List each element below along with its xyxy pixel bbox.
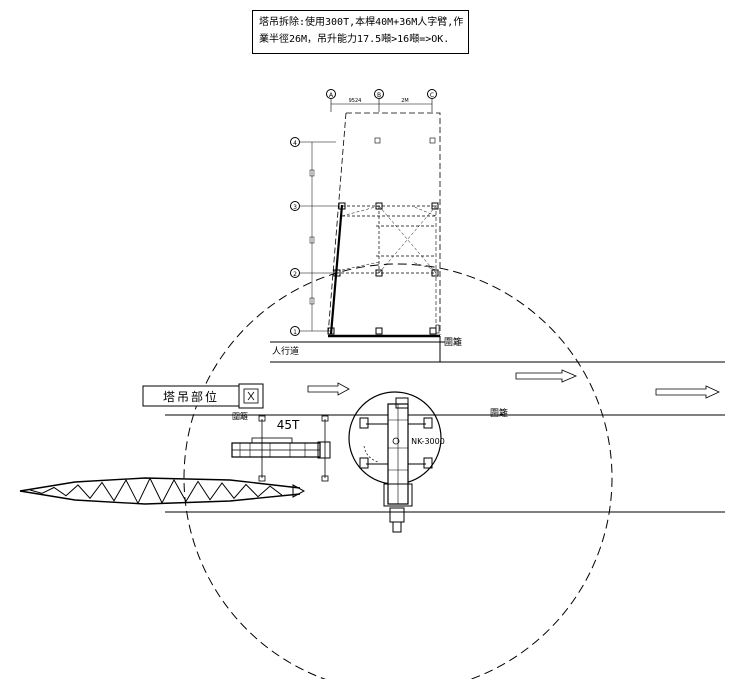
traffic-arrow-3 [655, 385, 720, 399]
row-grid-bubbles: 4 3 2 1 [290, 137, 338, 336]
fence-label-mid: 圍籬 [490, 407, 508, 419]
grid-bubble-b [374, 89, 384, 99]
grid-label-row-3: 3 [293, 204, 297, 211]
note-line-2: 業半徑26M，吊升能力17.5噸>16噸=>OK. [259, 34, 450, 45]
grid-label-a: A [329, 92, 334, 99]
lattice-boom [19, 477, 306, 505]
fence-label-left: 圍籬 [232, 411, 248, 421]
calculation-note-box: 塔吊拆除:使用300T,本桿40M+36M人字臂,作 業半徑26M，吊升能力17… [252, 10, 469, 54]
main-crane-nk3000: NK-3000 [348, 391, 445, 533]
dim-a-b: 9524 [349, 98, 362, 104]
main-crane-model-label: NK-3000 [411, 437, 445, 446]
outrigger-pad-4 [423, 457, 433, 469]
grid-label-b: B [377, 92, 381, 99]
road-lines [165, 336, 725, 513]
crane-working-radius-circle [183, 263, 613, 679]
small-crane-capacity-label: 45T [277, 418, 300, 432]
outrigger-pad-1 [359, 417, 369, 429]
fence-label-top: 圍籬 [444, 336, 462, 348]
tower-crane-label: 塔吊部位 [163, 389, 219, 404]
traffic-arrow-2 [515, 369, 578, 383]
grid-label-c: C [430, 92, 434, 99]
grid-label-row-4: 4 [293, 140, 297, 147]
column-grid-bubbles: A B C 9524 2M [326, 89, 437, 112]
note-line-1: 塔吊拆除:使用300T,本桿40M+36M人字臂,作 [259, 17, 464, 28]
traffic-arrows [307, 369, 720, 399]
outrigger-pad-3 [359, 457, 369, 469]
grid-label-row-1: 1 [293, 329, 297, 336]
grid-label-row-2: 2 [293, 271, 297, 278]
outrigger-pad-2 [423, 417, 433, 429]
sidewalk-label: 人行道 [272, 345, 299, 357]
grid-bubble-a [326, 89, 336, 99]
traffic-arrow-1 [307, 382, 350, 396]
tower-crane-section: 塔吊部位 [142, 383, 264, 409]
grid-bubble-c [427, 89, 437, 99]
building-outline [327, 112, 441, 338]
small-crane-45t: 45T [231, 415, 331, 482]
dim-b-c: 2M [401, 98, 409, 104]
